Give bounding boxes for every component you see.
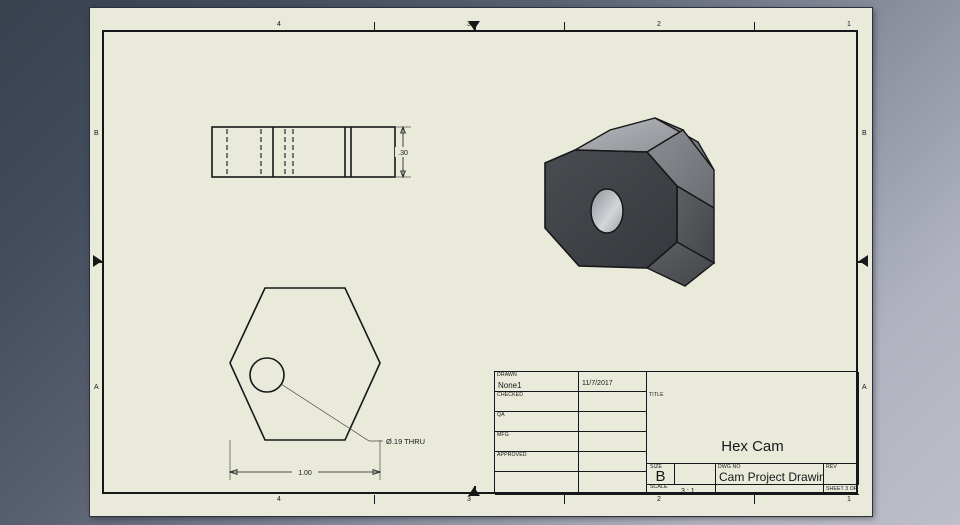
zone-tick-bottom-1: [374, 495, 375, 504]
zone-label-top-2: 2: [657, 21, 662, 28]
drawn-value: None1: [498, 381, 522, 390]
drawing-sheet[interactable]: 4 3 2 1 4 3 2 1 B A B A: [90, 8, 872, 516]
zone-label-bottom-1: 1: [847, 496, 852, 503]
title-block-approved-date-cell[interactable]: [579, 452, 647, 472]
zone-label-left-b: B: [94, 130, 99, 137]
title-block-blank-cell-left[interactable]: [495, 472, 579, 495]
zone-label-bottom-2: 2: [657, 496, 662, 503]
title-block-drawn-cell[interactable]: DRAWN None1: [495, 372, 579, 392]
title-block-checked-date-cell[interactable]: [579, 392, 647, 412]
title-block-mfg-cell[interactable]: MFG: [495, 432, 579, 452]
isometric-view[interactable]: [535, 108, 745, 308]
title-block-blank-cell-right[interactable]: [579, 472, 647, 495]
zone-label-top-1: 1: [847, 21, 852, 28]
title-block-scale-cell[interactable]: SCALE 3 : 1: [647, 485, 716, 495]
checked-tag: CHECKED: [497, 392, 524, 398]
dwg-no-value: Cam Project Drawings: [719, 470, 823, 484]
size-value: B: [655, 468, 666, 485]
title-block-approved-cell[interactable]: APPROVED: [495, 452, 579, 472]
sheet-value: SHEET 3 OF 10: [826, 486, 859, 492]
title-block-qa-cell[interactable]: QA: [495, 412, 579, 432]
hole-callout-text: Ø.19 THRU: [386, 437, 425, 446]
drawn-tag: DRAWN: [497, 372, 517, 378]
center-mark-right: [859, 255, 868, 267]
title-block-mfg-date-cell[interactable]: [579, 432, 647, 452]
scale-tag: SCALE: [650, 485, 668, 490]
zone-tick-top-1: [374, 22, 375, 31]
title-block-date-cell[interactable]: 11/7/2017: [579, 372, 647, 392]
zone-tick-bottom-2: [564, 495, 565, 504]
zone-tick-bottom-3: [754, 495, 755, 504]
title-block-checked-cell[interactable]: CHECKED: [495, 392, 579, 412]
title-block-rev-cell[interactable]: REV: [824, 464, 859, 485]
size-tag: SIZE: [650, 464, 662, 470]
approved-tag: APPROVED: [497, 452, 527, 458]
mfg-tag: MFG: [497, 432, 509, 438]
zone-label-bottom-4: 4: [277, 496, 282, 503]
title-block-size-blank-cell[interactable]: [675, 464, 716, 485]
side-view-dimension-text: .30: [398, 150, 408, 157]
rev-tag: REV: [826, 464, 837, 470]
side-view[interactable]: .30: [205, 113, 425, 193]
title-block-top-right-blank: [647, 372, 859, 392]
zone-label-left-a: A: [94, 384, 99, 391]
title-block-dwg-no-cell[interactable]: DWG NO Cam Project Drawings: [716, 464, 824, 485]
zone-tick-top-2: [564, 22, 565, 31]
title-block-size-cell[interactable]: SIZE B: [647, 464, 675, 485]
zone-label-right-a: A: [862, 384, 867, 391]
scale-value: 3 : 1: [681, 488, 695, 495]
title-block[interactable]: DRAWN None1 11/7/2017 CHECKED QA MFG: [494, 371, 859, 495]
drawn-date-value: 11/7/2017: [582, 380, 613, 387]
center-mark-bottom: [468, 487, 480, 496]
zone-tick-top-3: [754, 22, 755, 31]
title-value: Hex Cam: [721, 438, 784, 455]
title-block-qa-date-cell[interactable]: [579, 412, 647, 432]
title-block-scale-blank-cell[interactable]: [716, 485, 824, 495]
front-hexagon-view[interactable]: Ø.19 THRU 1.00: [195, 278, 485, 493]
isometric-hole: [590, 188, 624, 234]
zone-label-top-4: 4: [277, 21, 282, 28]
front-view-width-dimension-text: 1.00: [298, 470, 312, 477]
title-block-title-cell[interactable]: TITLE Hex Cam: [647, 392, 859, 464]
title-tag: TITLE: [649, 392, 664, 398]
center-mark-left: [93, 255, 102, 267]
dwg-no-tag: DWG NO: [718, 464, 741, 470]
qa-tag: QA: [497, 412, 505, 418]
zone-label-bottom-3: 3: [467, 496, 472, 503]
zone-label-right-b: B: [862, 130, 867, 137]
center-mark-top: [468, 21, 480, 30]
title-block-sheet-cell[interactable]: SHEET 3 OF 10: [824, 485, 859, 495]
